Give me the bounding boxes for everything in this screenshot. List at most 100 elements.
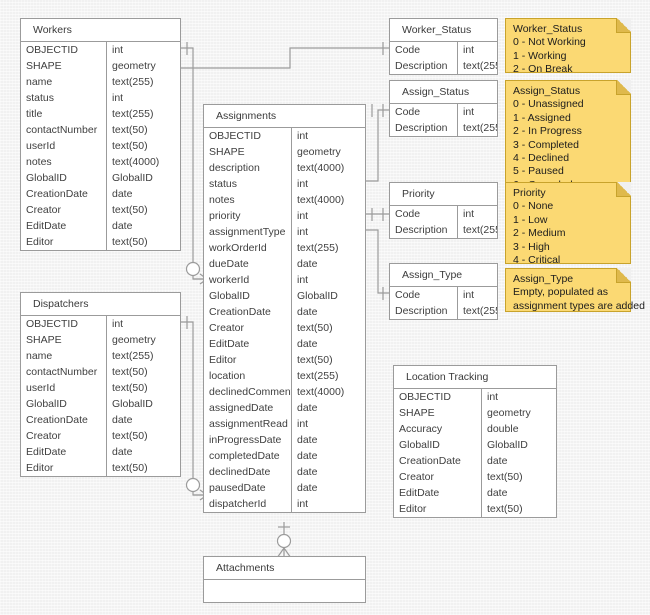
column-field: CreationDate xyxy=(204,304,292,320)
column-type: date xyxy=(297,450,318,462)
table-row: EditDate date xyxy=(21,444,180,460)
entity-attachments[interactable]: Attachments xyxy=(203,556,366,603)
column-type: text(50) xyxy=(112,236,148,248)
column-field: contactNumber xyxy=(21,122,107,138)
column-type: text(50) xyxy=(112,204,148,216)
column-type: int xyxy=(297,274,309,286)
column-type: int xyxy=(297,210,309,222)
column-type: text(255) xyxy=(112,350,154,362)
column-type: date xyxy=(487,487,508,499)
column-type: text(50) xyxy=(297,322,333,334)
column-field: contactNumber xyxy=(21,364,107,380)
column-field: EditDate xyxy=(204,336,292,352)
note-title: Priority xyxy=(513,187,546,199)
column-field: workerId xyxy=(204,272,292,288)
note-fold-icon xyxy=(616,80,631,95)
column-field: assignmentRead xyxy=(204,416,292,432)
column-field: SHAPE xyxy=(21,58,107,74)
column-type: text(4000) xyxy=(297,386,345,398)
column-field: Description xyxy=(390,303,458,319)
column-type: int xyxy=(487,391,499,403)
column-type: GlobalID xyxy=(487,439,528,451)
column-type: text(50) xyxy=(297,354,333,366)
column-type: date xyxy=(112,220,133,232)
column-type: text(4000) xyxy=(112,156,160,168)
entity-title: Workers xyxy=(21,19,180,42)
note-assign-status[interactable]: Assign_Status 0 - Unassigned 1 - Assigne… xyxy=(505,80,631,191)
note-line: 1 - Low xyxy=(513,213,548,226)
table-row: EditDate date xyxy=(394,485,556,501)
note-line: 0 - Unassigned xyxy=(513,98,584,111)
note-line: 5 - Paused xyxy=(513,165,564,178)
column-field: Description xyxy=(390,120,458,136)
note-assign-type[interactable]: Assign_Type Empty, populated as assignme… xyxy=(505,268,645,312)
table-row: EditDate date xyxy=(204,336,365,352)
note-line: 3 - High xyxy=(513,240,550,253)
column-field: priority xyxy=(204,208,292,224)
column-type: geometry xyxy=(112,60,156,72)
table-row: Editor text(50) xyxy=(204,352,365,368)
column-type: int xyxy=(297,418,309,430)
note-line: 4 - Critical xyxy=(513,254,561,267)
column-field: Description xyxy=(390,58,458,74)
column-field: EditDate xyxy=(21,444,107,460)
column-field: Creator xyxy=(394,469,482,485)
column-field: Creator xyxy=(21,428,107,444)
note-priority[interactable]: Priority 0 - None 1 - Low 2 - Medium 3 -… xyxy=(505,182,631,267)
column-type: int xyxy=(297,226,309,238)
column-field: SHAPE xyxy=(394,405,482,421)
note-worker-status[interactable]: Worker_Status 0 - Not Working 1 - Workin… xyxy=(505,18,631,75)
table-row: title text(255) xyxy=(21,106,180,122)
column-type: date xyxy=(297,402,318,414)
column-type: date xyxy=(112,446,133,458)
column-field: declinedComment xyxy=(204,384,292,400)
column-type: date xyxy=(297,258,318,270)
column-type: int xyxy=(112,92,124,104)
table-row: workerId int xyxy=(204,272,365,288)
column-type: text(50) xyxy=(112,140,148,152)
column-field: EditDate xyxy=(394,485,482,501)
column-type: text(50) xyxy=(112,462,148,474)
entity-title: Priority xyxy=(390,183,497,206)
table-row: assignmentRead int xyxy=(204,416,365,432)
column-field: Editor xyxy=(21,460,107,476)
note-fold-icon xyxy=(616,18,631,33)
column-field: OBJECTID xyxy=(21,316,107,332)
column-type: GlobalID xyxy=(112,172,153,184)
column-field: GlobalID xyxy=(21,396,107,412)
column-field: title xyxy=(21,106,107,122)
column-field: Editor xyxy=(204,352,292,368)
note-line: 3 - Completed xyxy=(513,138,579,151)
column-type: date xyxy=(297,434,318,446)
column-type: text(255) xyxy=(112,108,154,120)
column-field: inProgressDate xyxy=(204,432,292,448)
column-type: date xyxy=(297,338,318,350)
entity-empty-body xyxy=(204,580,365,602)
entity-title: Location Tracking xyxy=(394,366,556,389)
